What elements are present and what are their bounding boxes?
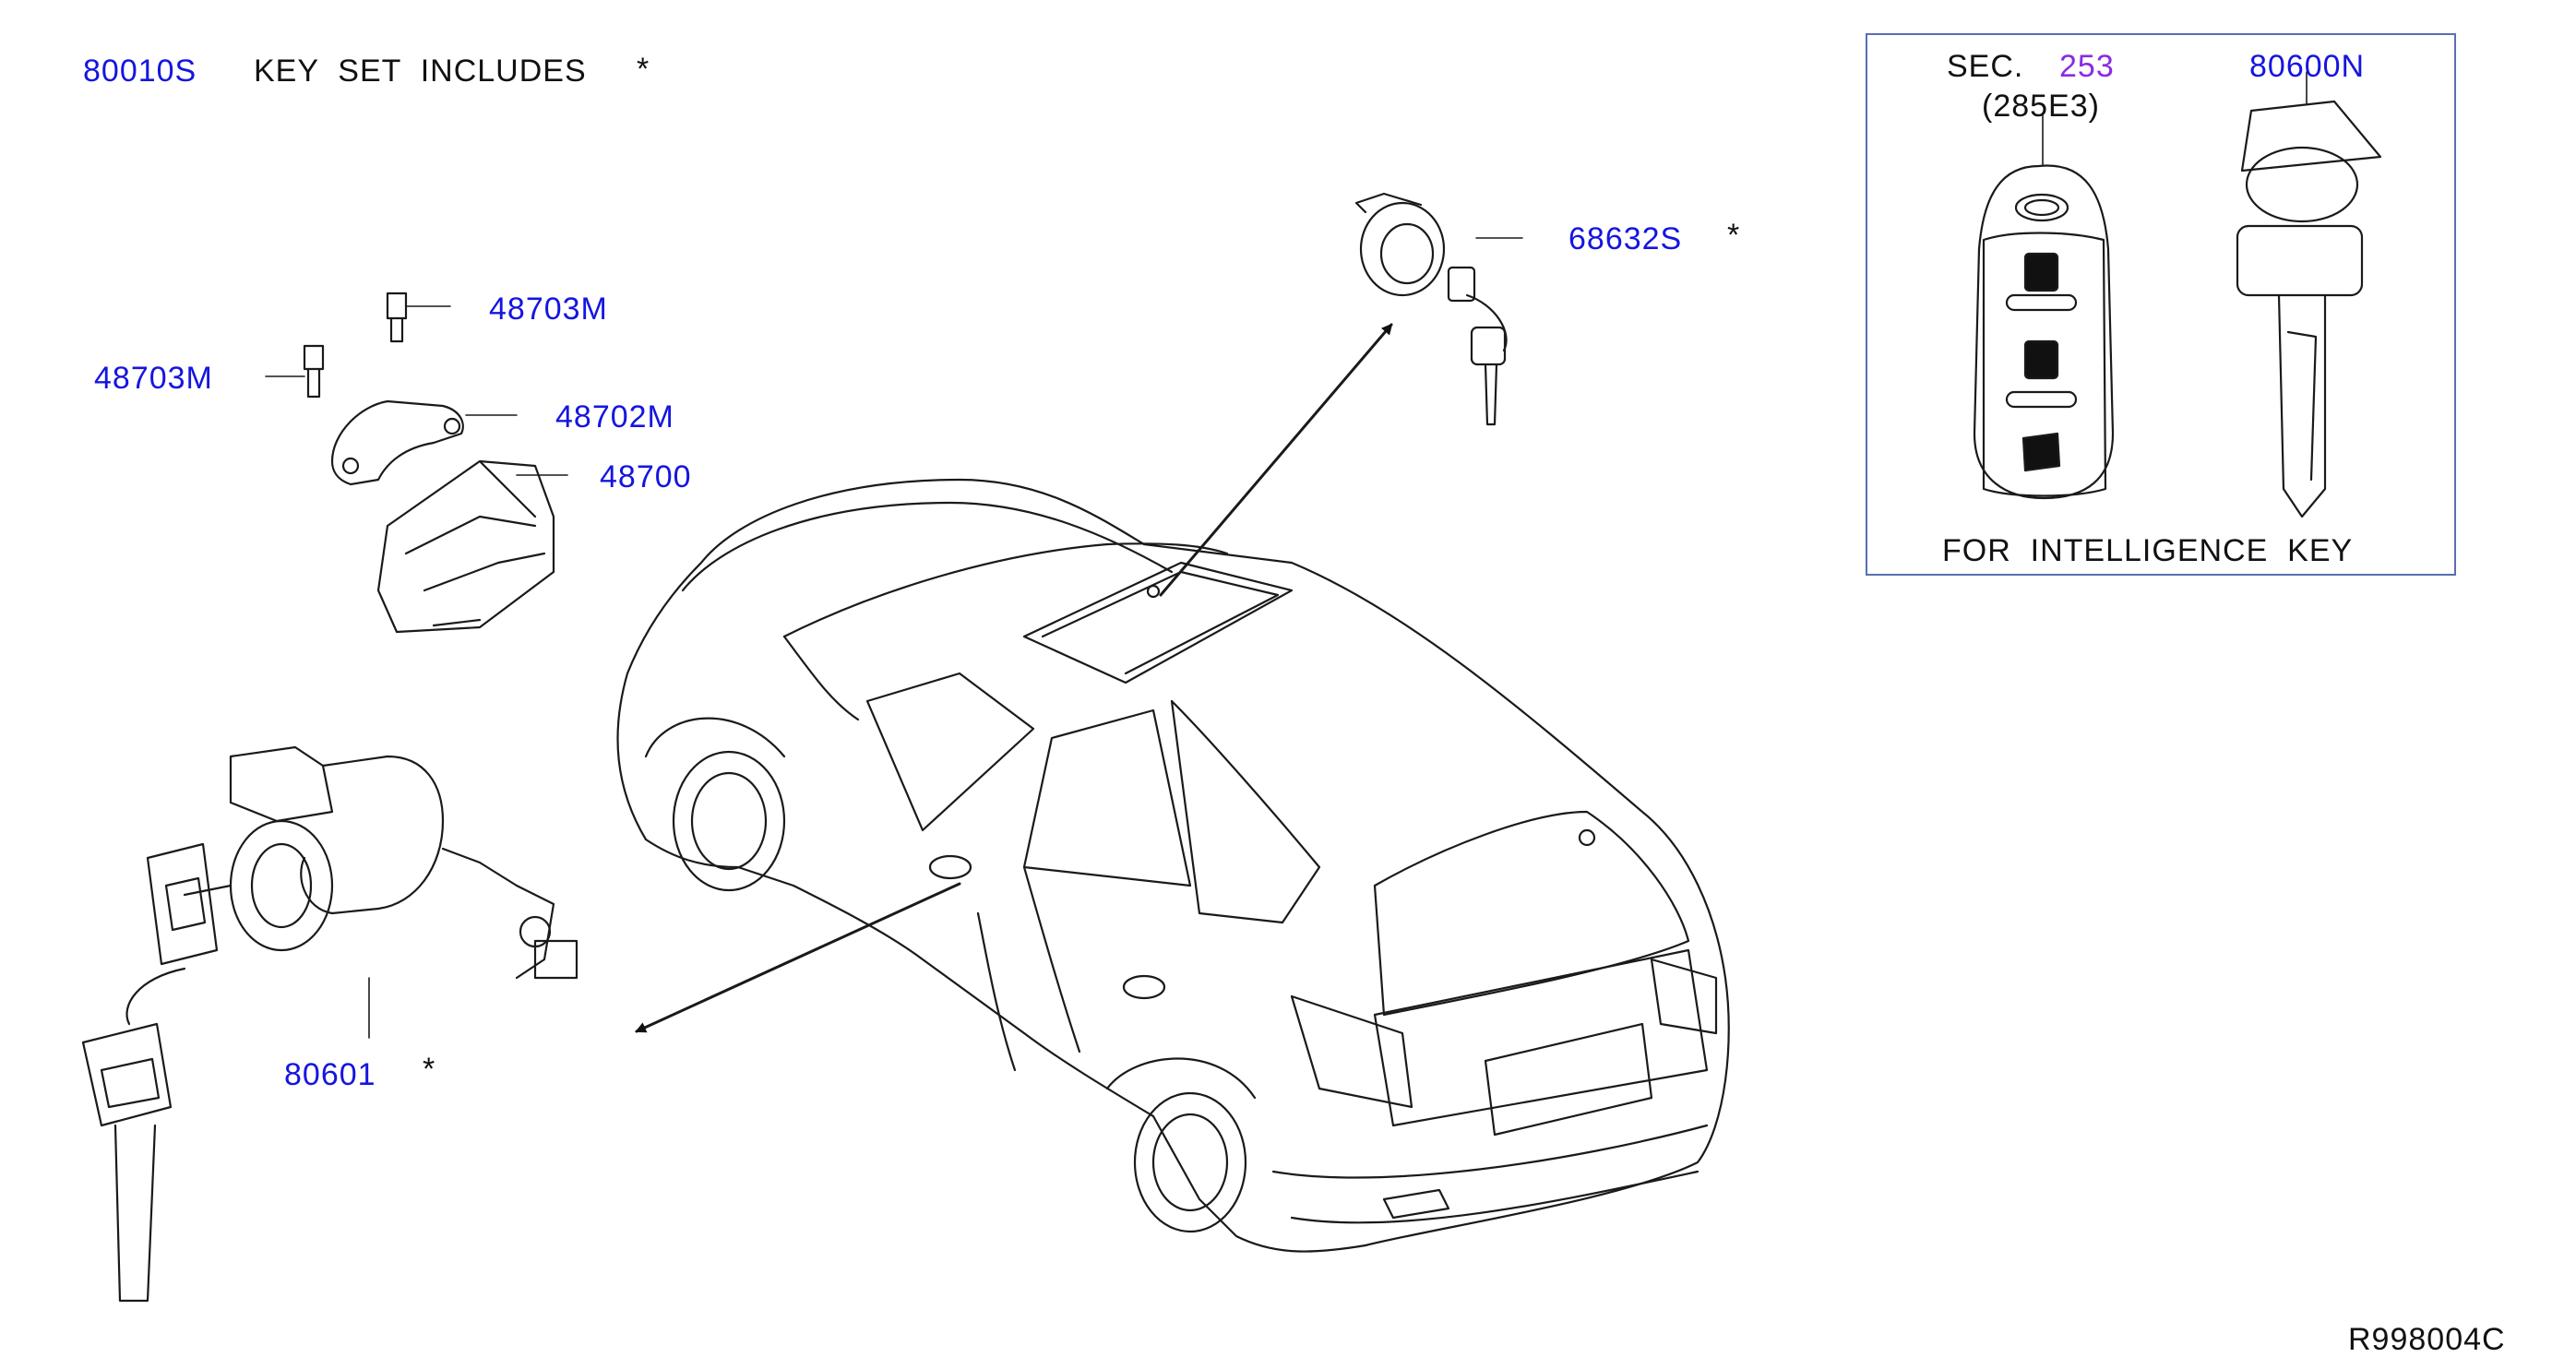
callout-80600n[interactable]: 80600N (2249, 49, 2366, 84)
steering-lock-parts (303, 292, 555, 634)
section-sub-reference: (285E3) (1982, 89, 2100, 124)
callout-48703m-lower[interactable]: 48703M (94, 361, 213, 396)
lid-lock-cylinder-part (1354, 192, 1508, 426)
diagram-code: R998004C (2348, 1322, 2506, 1357)
callout-48700[interactable]: 48700 (600, 459, 692, 494)
callout-80601-asterisk: * (423, 1052, 436, 1087)
kit-description: KEY SET INCLUDES (254, 54, 587, 89)
leader-lines (265, 71, 2308, 1039)
kit-part-number[interactable]: 80010S (83, 54, 197, 89)
kit-asterisk: * (637, 52, 650, 87)
section-reference-link[interactable]: 253 (2059, 49, 2115, 84)
vehicle-illustration (616, 478, 1730, 1253)
callout-48703m-upper[interactable]: 48703M (489, 292, 608, 327)
section-prefix: SEC. (1947, 49, 2024, 84)
callout-68632s-asterisk: * (1727, 218, 1741, 253)
callout-68632s[interactable]: 68632S (1568, 221, 1683, 256)
mechanical-key (2236, 100, 2382, 518)
callout-48702m[interactable]: 48702M (555, 399, 674, 435)
pointer-arrows (635, 323, 1393, 1033)
door-lock-cylinder-part (81, 745, 578, 1303)
intelligence-key-inset (1866, 33, 2456, 576)
callout-80601[interactable]: 80601 (284, 1057, 376, 1092)
intelligent-key-fob (1973, 164, 2115, 500)
inset-caption: FOR INTELLIGENCE KEY (1942, 533, 2354, 568)
